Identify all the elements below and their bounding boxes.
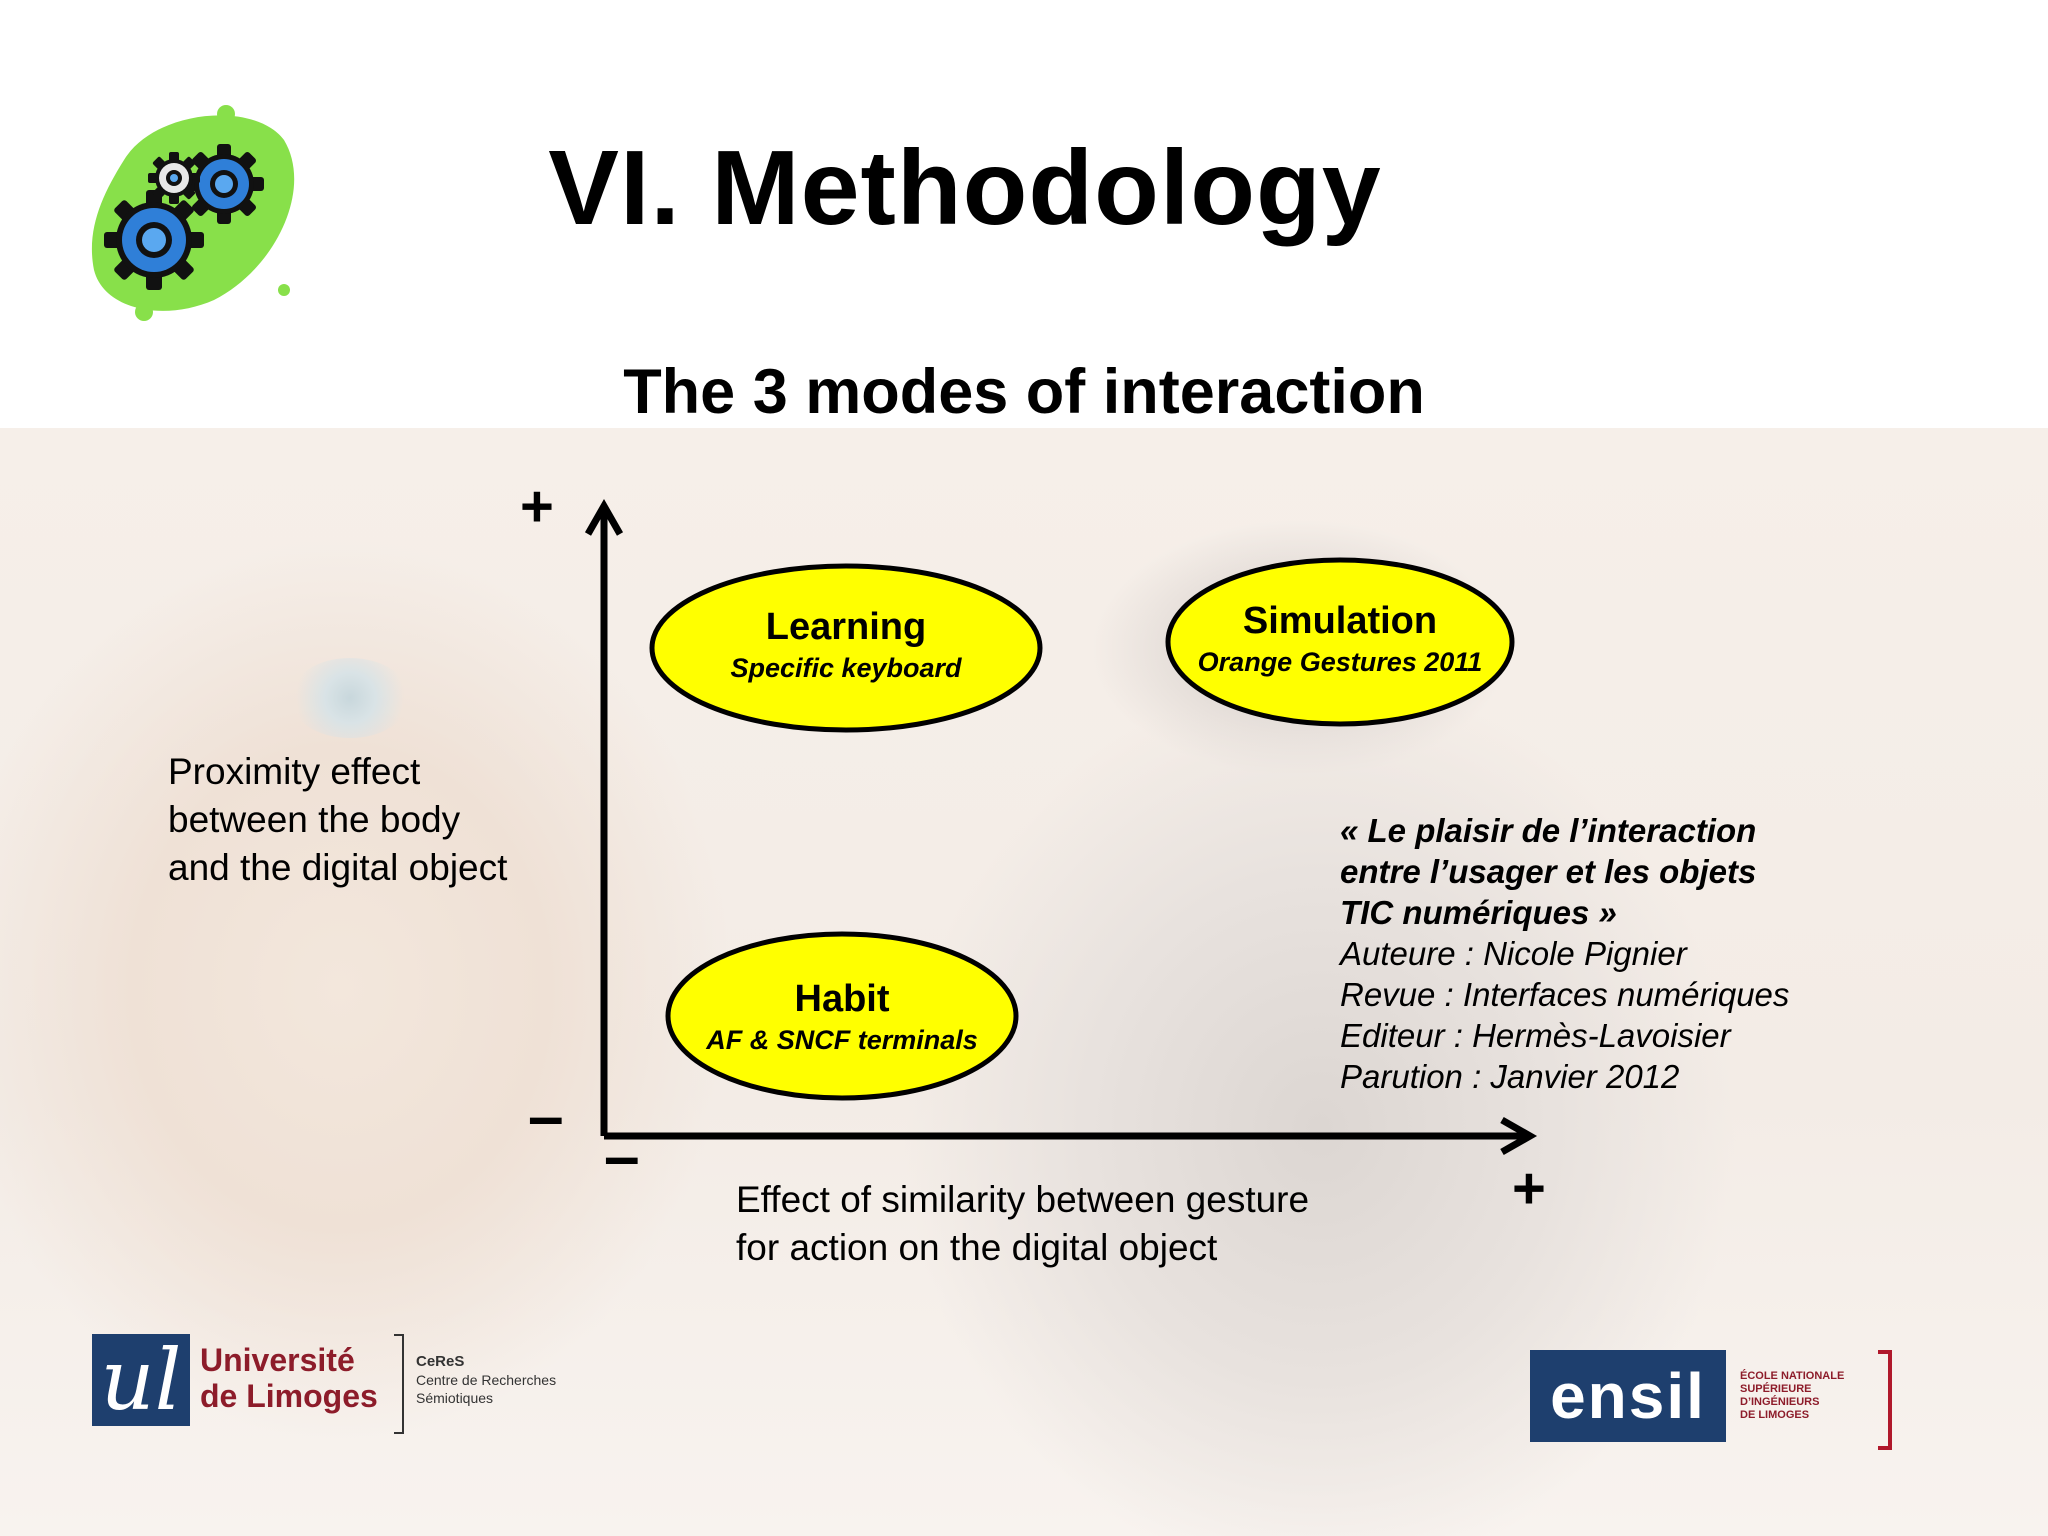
mode-learning: Learning Specific keyboard [652,606,1040,684]
university-name: Université de Limoges [200,1342,378,1414]
y-axis-minus: – [528,1080,564,1152]
reference-citation: « Le plaisir de l’interaction entre l’us… [1340,810,1789,1097]
gears-icon [91,105,295,321]
slide-title: VI. Methodology [548,129,1382,247]
x-axis-label-line: Effect of similarity between gesture [736,1179,1310,1220]
x-axis [604,1116,1538,1156]
y-axis-label-line: Proximity effect [168,751,421,792]
reference-date: Parution : Janvier 2012 [1340,1058,1680,1095]
mode-ellipse-simulation [1165,557,1515,727]
ensil-tagline-line: ÉCOLE NATIONALE [1740,1370,1845,1382]
ensil-bracket [1878,1350,1892,1450]
x-axis-label-line: for action on the digital object [736,1227,1218,1268]
reference-journal: Revue : Interfaces numériques [1340,976,1790,1013]
mode-simulation: Simulation Orange Gestures 2011 [1168,600,1512,678]
reference-quote-line: entre l’usager et les objets [1340,853,1757,890]
ensil-tagline-line: SUPÉRIEURE [1740,1383,1812,1395]
ensil-tagline-line: D’INGÉNIEURS [1740,1396,1820,1408]
x-axis-label: Effect of similarity between gesture for… [736,1176,1309,1272]
y-axis-label: Proximity effect between the body and th… [168,748,507,892]
y-axis-plus: + [520,474,554,539]
x-axis-minus: – [604,1120,640,1192]
mode-ellipse-learning [649,563,1043,733]
mode-title: Simulation [1242,600,1438,642]
mode-title: Learning [765,606,927,648]
ul-mark: ul [92,1334,190,1426]
y-axis [584,498,624,1136]
x-axis-plus: + [1512,1156,1546,1221]
ceres-line: Sémiotiques [416,1390,494,1406]
mode-subtitle: Specific keyboard [730,653,962,683]
logo-bracket [394,1334,404,1434]
reference-quote-line: TIC numériques » [1340,894,1617,931]
ensil-tagline: ÉCOLE NATIONALE SUPÉRIEURE D’INGÉNIEURS … [1740,1370,1844,1422]
mode-habit: Habit AF & SNCF terminals [668,978,1016,1056]
ensil-tagline-line: DE LIMOGES [1740,1409,1810,1421]
ensil-name: ensil [1530,1350,1726,1442]
reference-publisher: Editeur : Hermès-Lavoisier [1340,1017,1731,1054]
university-name-line: de Limoges [200,1378,378,1414]
ceres-logo: CeReS Centre de Recherches Sémiotiques [416,1352,556,1407]
mode-title: Habit [794,978,890,1020]
university-name-line: Université [200,1342,355,1378]
ceres-name: CeReS [416,1353,465,1370]
reference-quote-line: « Le plaisir de l’interaction [1340,812,1757,849]
y-axis-label-line: between the body [168,799,461,840]
reference-author: Auteure : Nicole Pignier [1340,935,1687,972]
background-eye [290,658,410,738]
mode-subtitle: AF & SNCF terminals [706,1025,978,1055]
mode-ellipse-habit [665,931,1019,1101]
y-axis-label-line: and the digital object [168,847,508,888]
ceres-line: Centre de Recherches [416,1372,557,1388]
slide-subtitle: The 3 modes of interaction [623,357,1425,427]
mode-subtitle: Orange Gestures 2011 [1197,647,1483,677]
